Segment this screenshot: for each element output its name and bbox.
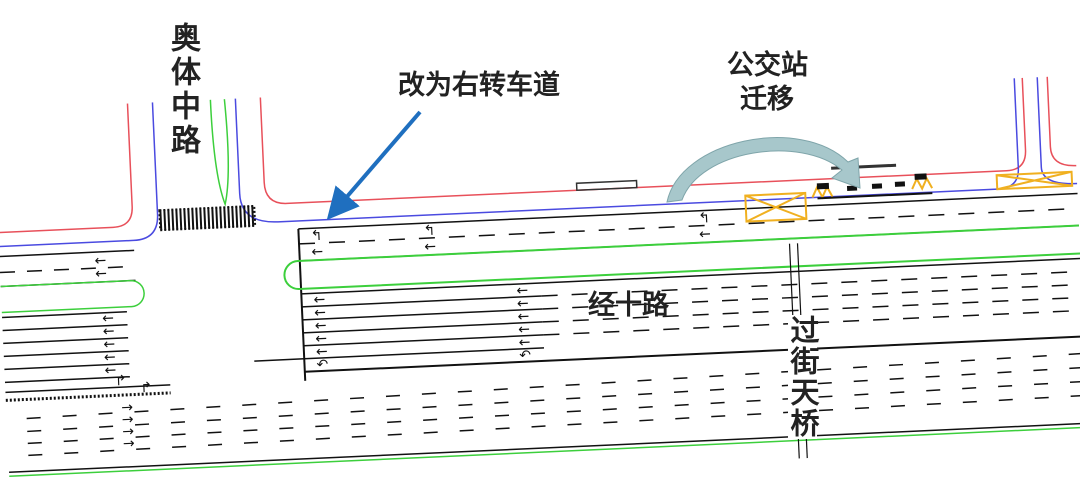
svg-text:←: ← [102,323,114,340]
callout-arrow [326,110,422,221]
svg-text:←: ← [517,296,529,313]
svg-text:←: ← [314,318,326,335]
svg-text:↶: ↶ [519,348,532,365]
svg-text:←: ← [103,336,115,353]
bus-stop-label-2: 迁移 [740,84,794,115]
svg-text:←: ← [518,322,530,339]
svg-text:↱: ↱ [140,380,152,397]
svg-text:←: ← [311,244,323,261]
relocation-arrow [666,137,861,203]
svg-text:↱: ↱ [115,373,127,390]
svg-text:↰: ↰ [423,223,435,240]
svg-text:↰: ↰ [698,210,710,227]
svg-text:↶: ↶ [316,357,329,374]
lane-arrows: ←← ←←← ←← ↱↱ →→→→ ↰← ↰← ↰← ←←← ←←↶ ←←← ←… [94,210,711,453]
svg-text:→: → [123,436,136,453]
svg-text:←: ← [315,331,327,348]
north-road-label: 奥体中路 [165,22,200,158]
bus-stop-label-1: 公交站 [727,50,808,81]
svg-text:←: ← [699,226,711,243]
blue-boundary-right [234,77,1078,223]
svg-text:←: ← [102,310,114,327]
right-turn-label: 改为右转车道 [398,70,560,101]
svg-text:←: ← [424,239,436,256]
svg-text:←: ← [94,253,106,270]
red-boundary-left [0,103,133,234]
svg-text:←: ← [314,305,326,322]
svg-text:↰: ↰ [310,228,322,245]
north-island [209,99,230,207]
red-boundary-right [259,76,1077,205]
svg-text:←: ← [313,292,325,309]
svg-text:←: ← [516,283,528,300]
svg-text:→: → [121,400,134,417]
blue-boundary-left [0,102,159,248]
median-right [283,224,1080,290]
median-left [0,279,145,314]
svg-text:←: ← [316,344,328,361]
svg-text:←: ← [518,335,530,352]
overpass-label: 过街天桥 [786,315,820,439]
bus-stop-old [744,191,808,223]
svg-text:→: → [121,412,134,429]
svg-text:←: ← [104,349,116,366]
svg-text:→: → [122,424,135,441]
bus-shelters [816,173,933,200]
svg-text:←: ← [517,309,529,326]
svg-text:←: ← [104,362,116,379]
svg-text:←: ← [95,266,107,283]
main-road-label: 经十路 [588,290,669,321]
